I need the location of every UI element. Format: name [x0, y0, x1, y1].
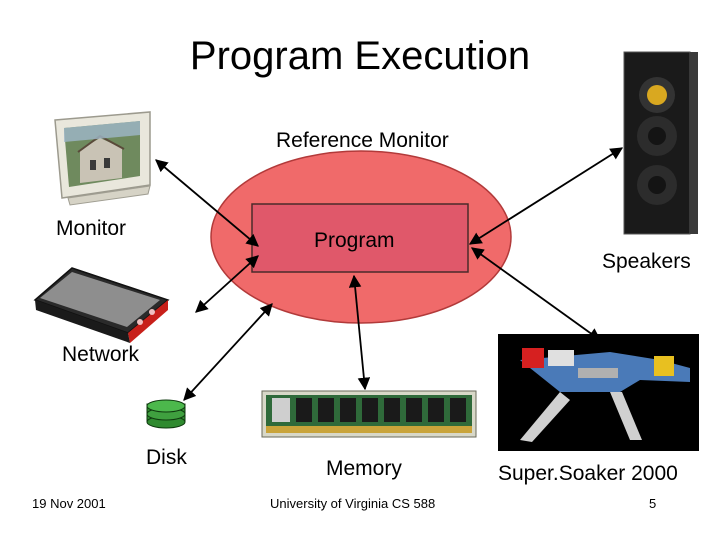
- memory-module-icon: [261, 390, 477, 438]
- arrow-program-disk: [183, 303, 273, 401]
- connection-arrows: [155, 147, 624, 401]
- arrow-program-network: [195, 255, 259, 313]
- speakers-label: Speakers: [602, 250, 691, 273]
- arrow-program-speakers: [468, 147, 624, 245]
- footer-course: University of Virginia CS 588: [270, 496, 436, 511]
- monitor-icon: [54, 111, 151, 206]
- arrow-program-memory: [348, 274, 371, 391]
- network-label: Network: [62, 343, 140, 366]
- page-number: 5: [649, 496, 657, 511]
- water-gun-icon: [498, 334, 699, 451]
- speaker-icon: [623, 51, 698, 235]
- monitor-label: Monitor: [56, 217, 127, 240]
- arrow-program-monitor: [155, 159, 259, 247]
- program-label: Program: [314, 229, 395, 252]
- slide-title: Program Execution: [189, 34, 531, 78]
- network-card-icon: [33, 267, 170, 343]
- reference-monitor-label: Reference Monitor: [276, 129, 449, 152]
- footer-date: 19 Nov 2001: [32, 496, 106, 511]
- arrow-program-water-gun: [470, 247, 602, 341]
- memory-label: Memory: [326, 457, 402, 480]
- disk-label: Disk: [146, 446, 187, 469]
- program-box: [251, 203, 469, 273]
- disk-icon: [146, 399, 186, 429]
- water-gun-label: Super.Soaker 2000: [498, 462, 678, 485]
